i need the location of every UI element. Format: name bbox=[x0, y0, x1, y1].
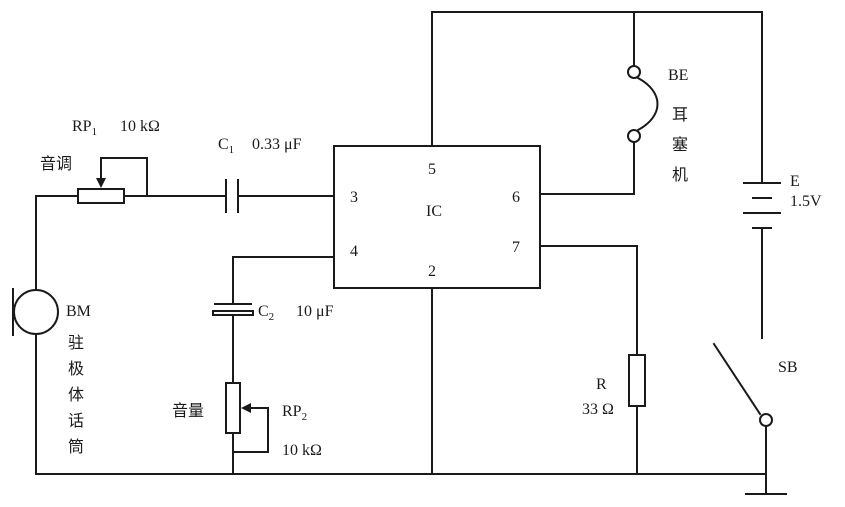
rp1-function: 音调 bbox=[40, 154, 72, 173]
rp2-value: 10 kΩ bbox=[282, 442, 322, 459]
resistor-body bbox=[628, 354, 646, 407]
ic-pin-5: 5 bbox=[428, 161, 436, 178]
ic-pin-4: 4 bbox=[350, 243, 358, 260]
battery-name: E bbox=[790, 173, 800, 190]
c2-name-text: C bbox=[258, 303, 269, 320]
microphone-icon bbox=[12, 288, 59, 336]
rp1-sub: 1 bbox=[92, 126, 98, 138]
be-name: BE bbox=[668, 67, 688, 84]
bm-desc-4: 筒 bbox=[68, 437, 84, 456]
ic-body bbox=[333, 145, 541, 289]
wires bbox=[35, 11, 767, 495]
battery-value: 1.5V bbox=[790, 193, 822, 210]
earphone-icon bbox=[627, 65, 659, 143]
rp2-sub: 2 bbox=[302, 411, 308, 423]
wire-rp1-wiper bbox=[100, 157, 148, 197]
bm-desc-3: 话 bbox=[68, 411, 84, 430]
c2-sub: 2 bbox=[269, 311, 275, 323]
c2-value: 10 μF bbox=[296, 303, 334, 320]
rp1-name: RP1 bbox=[72, 118, 97, 138]
ic-pin-3: 3 bbox=[350, 189, 358, 206]
battery-icon bbox=[743, 182, 781, 229]
bm-desc-2: 体 bbox=[68, 385, 84, 404]
resistor-value: 33 Ω bbox=[582, 401, 614, 418]
be-desc-2: 机 bbox=[672, 165, 688, 184]
rp1-body bbox=[77, 188, 125, 204]
resistor-name: R bbox=[596, 376, 607, 393]
rp2-function: 音量 bbox=[172, 401, 204, 420]
switch-icon bbox=[712, 342, 773, 475]
rp2-wiper-arrow bbox=[241, 403, 251, 413]
be-desc-0: 耳 bbox=[672, 105, 688, 124]
be-desc-1: 塞 bbox=[672, 135, 688, 154]
bm-desc-0: 驻 bbox=[68, 333, 84, 352]
bm-desc-1: 极 bbox=[68, 359, 84, 378]
c1-sub: 1 bbox=[229, 144, 235, 156]
c2-name: C2 bbox=[258, 303, 274, 323]
ic-pin-2: 2 bbox=[428, 263, 436, 280]
wire-rp2-wiper bbox=[232, 407, 269, 453]
be-desc: 耳 塞 机 bbox=[672, 105, 688, 184]
rp1-value: 10 kΩ bbox=[120, 118, 160, 135]
c1-name: C1 bbox=[218, 136, 234, 156]
c1-value: 0.33 μF bbox=[252, 136, 302, 153]
ic-label: IC bbox=[426, 203, 442, 220]
c2-plate-bottom bbox=[212, 310, 254, 316]
rp2-body bbox=[225, 382, 241, 434]
switch-name: SB bbox=[778, 359, 798, 376]
c1-name-text: C bbox=[218, 136, 229, 153]
rp2-name: RP2 bbox=[282, 403, 307, 423]
rp2-name-text: RP bbox=[282, 403, 302, 420]
bm-name: BM bbox=[66, 303, 91, 320]
rp1-name-text: RP bbox=[72, 118, 92, 135]
rp1-wiper-arrow bbox=[96, 178, 106, 188]
ic-pin-6: 6 bbox=[512, 189, 520, 206]
bm-desc: 驻 极 体 话 筒 bbox=[68, 333, 84, 456]
ic-pin-7: 7 bbox=[512, 239, 520, 256]
